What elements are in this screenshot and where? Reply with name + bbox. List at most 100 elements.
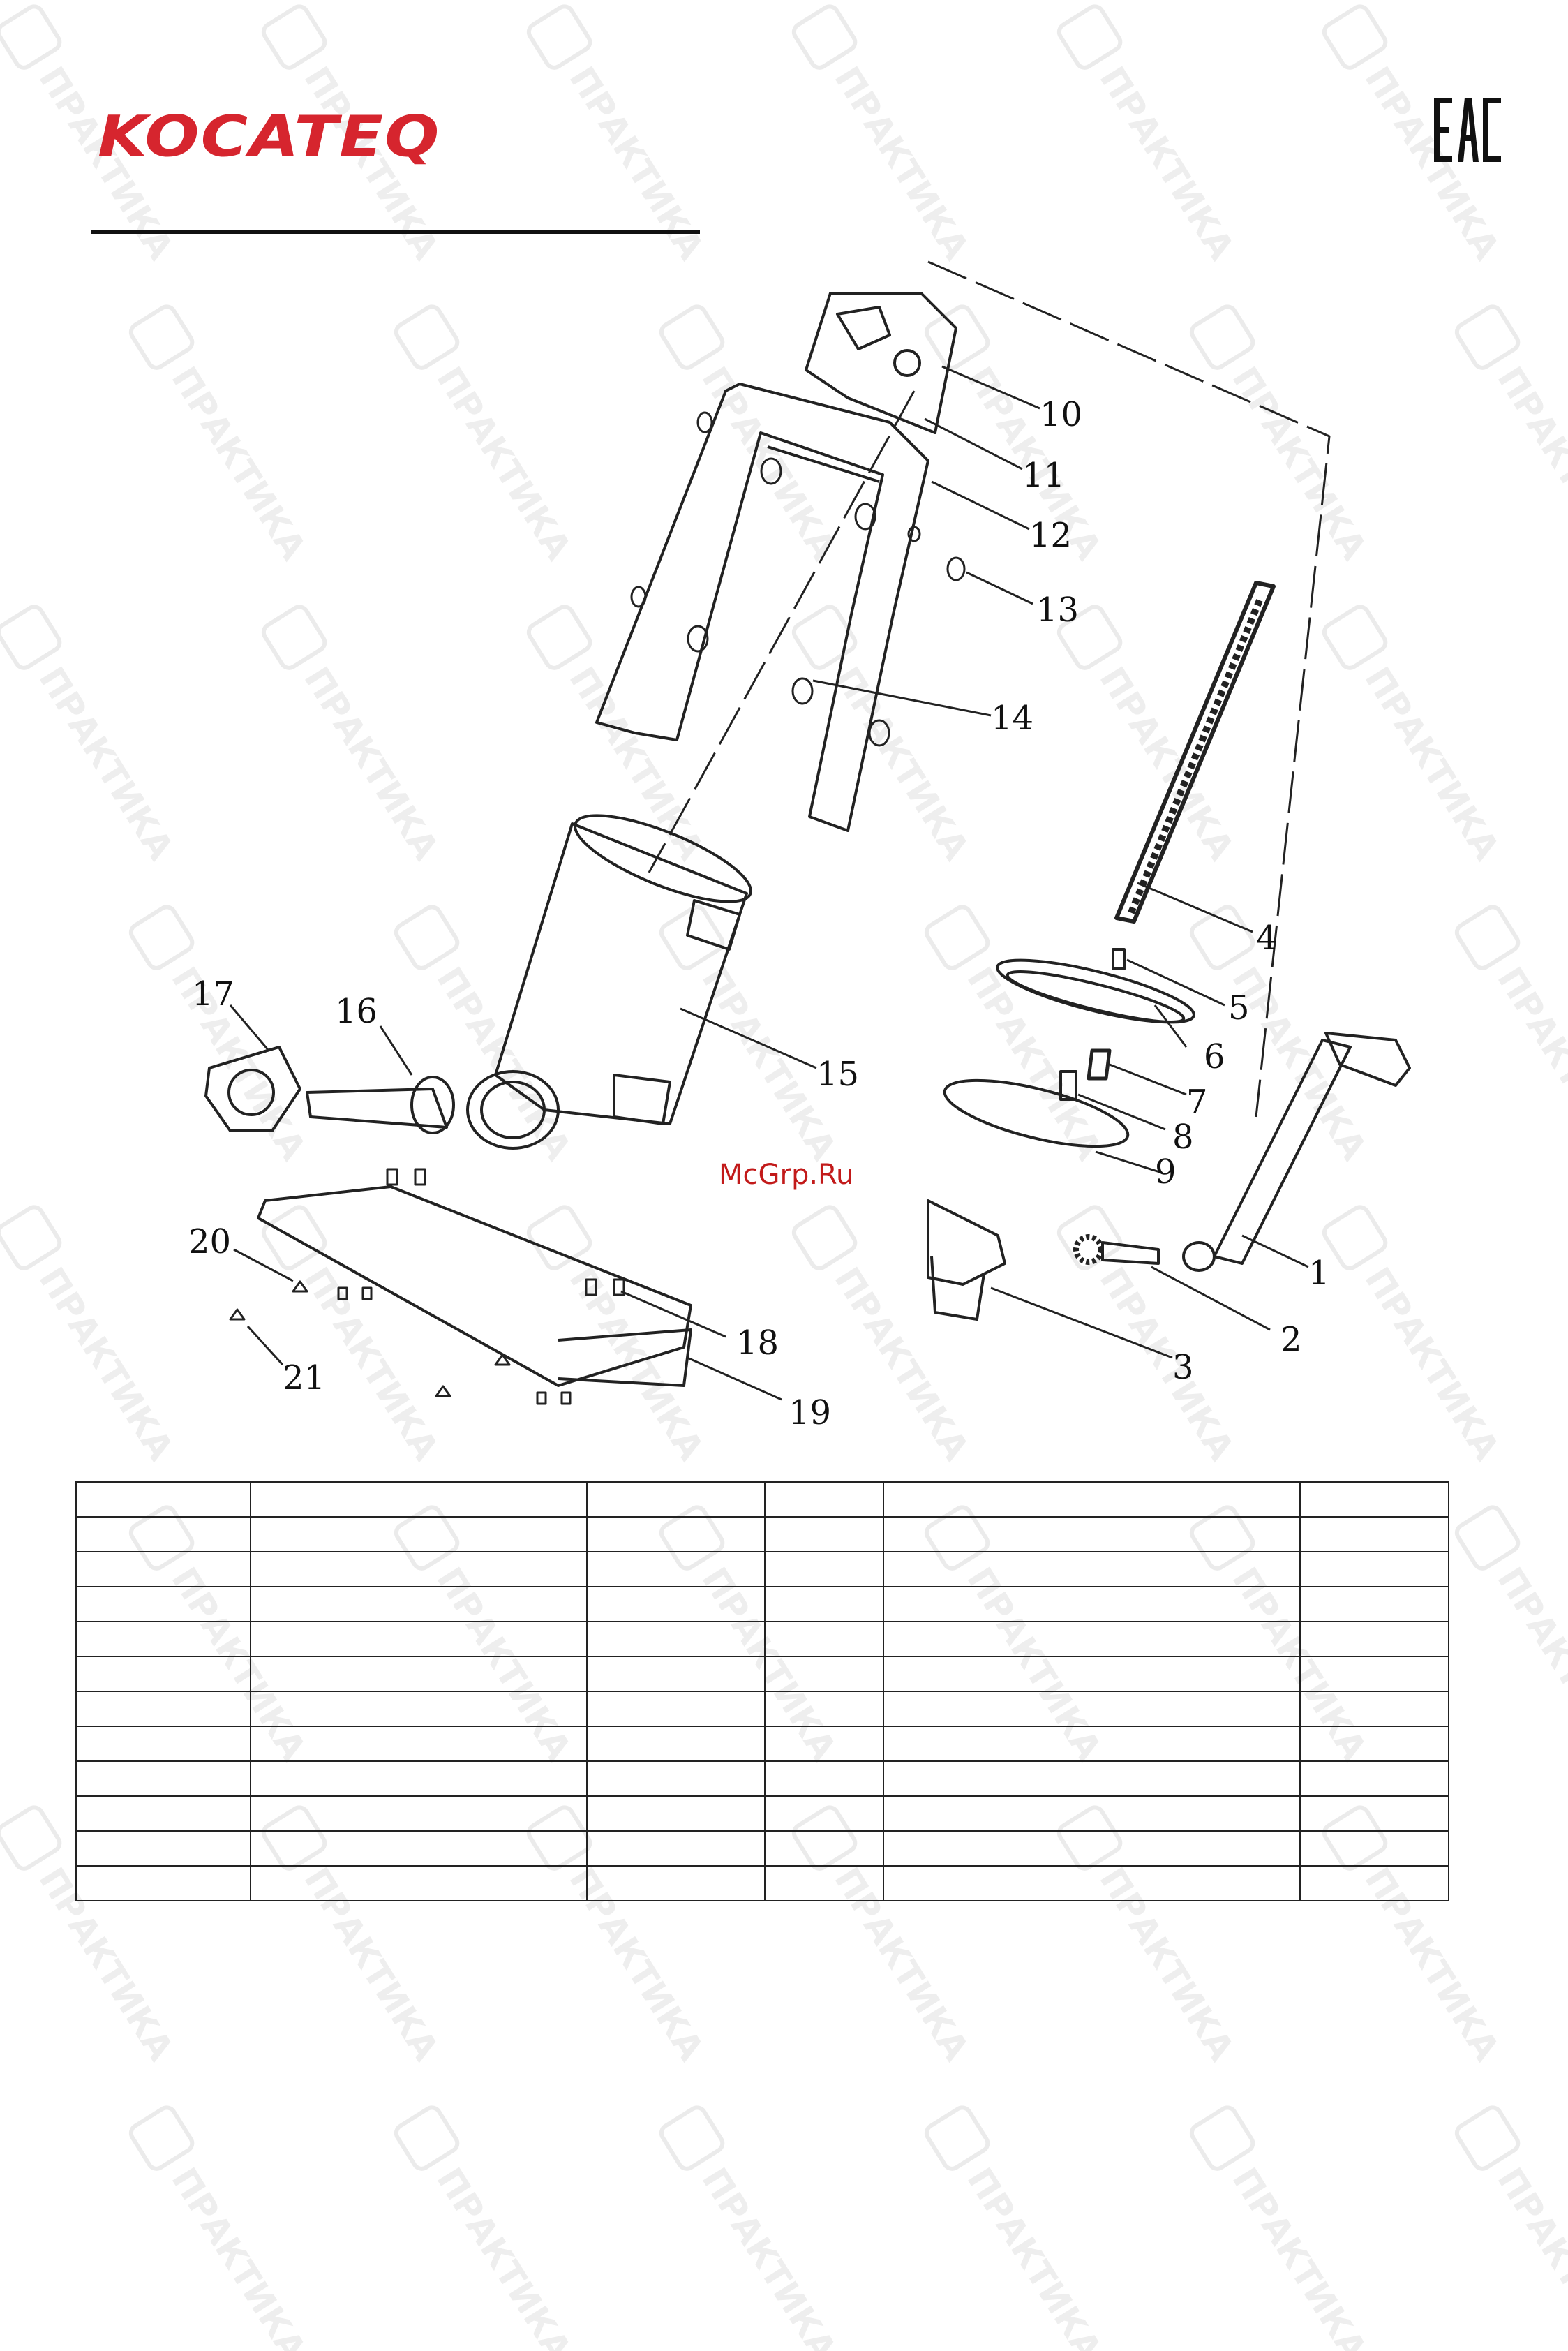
callout-15: 15 <box>816 1055 859 1094</box>
table-cell <box>75 1621 251 1657</box>
table-cell <box>764 1586 884 1622</box>
watermark-text: ПРАКТИКА <box>826 59 977 267</box>
table-row <box>75 1551 1449 1587</box>
callout-21: 21 <box>283 1358 325 1397</box>
table-cell <box>586 1586 766 1622</box>
watermark-tile: ПРАКТИКА <box>659 2105 844 2351</box>
table-cell <box>883 1726 1301 1762</box>
watermark-tile: ПРАКТИКА <box>128 2105 314 2351</box>
table-cell <box>764 1760 884 1797</box>
watermark-text: ПРАКТИКА <box>1224 2160 1375 2351</box>
callout-3: 3 <box>1172 1348 1194 1387</box>
table-cell <box>75 1726 251 1762</box>
table-cell <box>883 1795 1301 1832</box>
table-cell <box>1299 1516 1449 1552</box>
table-row <box>75 1656 1449 1692</box>
table-cell <box>586 1621 766 1657</box>
watermark-tile: ПРАКТИКА <box>526 4 712 267</box>
callout-8: 8 <box>1172 1118 1194 1157</box>
watermark-tile: ПРАКТИКА <box>1454 2105 1568 2351</box>
table-cell <box>1299 1656 1449 1692</box>
table-row <box>75 1865 1449 1901</box>
watermark-tile: ПРАКТИКА <box>924 2105 1110 2351</box>
site-watermark: McGrp.Ru <box>719 1159 854 1191</box>
logo-text: KOCATEQ <box>98 103 441 170</box>
table-cell <box>883 1481 1301 1518</box>
callout-11: 11 <box>1022 456 1065 495</box>
table-cell <box>1299 1760 1449 1797</box>
table-cell <box>250 1516 588 1552</box>
callout-4: 4 <box>1256 919 1278 958</box>
table-cell <box>250 1865 588 1901</box>
table-cell <box>586 1830 766 1867</box>
table-cell <box>883 1760 1301 1797</box>
table-cell <box>883 1586 1301 1622</box>
table-cell <box>586 1551 766 1587</box>
table-cell <box>1299 1586 1449 1622</box>
eac-mark-icon <box>1434 98 1501 162</box>
table-cell <box>1299 1726 1449 1762</box>
table-cell <box>75 1830 251 1867</box>
table-cell <box>250 1621 588 1657</box>
table-cell <box>75 1586 251 1622</box>
watermark-text: ПРАКТИКА <box>561 59 712 267</box>
table-cell <box>764 1656 884 1692</box>
table-cell <box>883 1865 1301 1901</box>
table-cell <box>883 1691 1301 1727</box>
table-cell <box>75 1656 251 1692</box>
table-cell <box>1299 1691 1449 1727</box>
callout-18: 18 <box>736 1323 779 1363</box>
table-cell <box>764 1551 884 1587</box>
table-row <box>75 1726 1449 1762</box>
table-cell <box>883 1656 1301 1692</box>
table-cell <box>764 1795 884 1832</box>
exploded-parts-diagram: 1 2 3 4 5 6 7 8 9 10 11 12 13 14 15 16 1… <box>188 260 1411 1432</box>
table-cell <box>764 1481 884 1518</box>
callout-17: 17 <box>192 974 234 1014</box>
watermark-text: ПРАКТИКА <box>1357 59 1507 267</box>
table-row <box>75 1795 1449 1832</box>
table-cell <box>1299 1551 1449 1587</box>
table-cell <box>250 1586 588 1622</box>
watermark-text: ПРАКТИКА <box>959 2160 1110 2351</box>
table-cell <box>883 1516 1301 1552</box>
parts-table <box>75 1481 1449 1901</box>
table-cell <box>586 1516 766 1552</box>
table-cell <box>250 1795 588 1832</box>
watermark-tile: ПРАКТИКА <box>1189 2105 1375 2351</box>
table-row <box>75 1481 1449 1518</box>
table-cell <box>764 1865 884 1901</box>
table-cell <box>1299 1481 1449 1518</box>
watermark-text: ПРАКТИКА <box>1489 1560 1568 1767</box>
watermark-tile: ПРАКТИКА <box>1454 1505 1568 1767</box>
table-row <box>75 1691 1449 1727</box>
table-cell <box>586 1481 766 1518</box>
table-cell <box>883 1830 1301 1867</box>
callout-10: 10 <box>1040 395 1082 434</box>
table-cell <box>764 1516 884 1552</box>
table-cell <box>250 1551 588 1587</box>
table-cell <box>75 1795 251 1832</box>
table-cell <box>250 1830 588 1867</box>
callout-7: 7 <box>1186 1083 1208 1122</box>
table-cell <box>586 1760 766 1797</box>
table-cell <box>250 1760 588 1797</box>
table-cell <box>764 1726 884 1762</box>
table-row <box>75 1621 1449 1657</box>
table-cell <box>75 1691 251 1727</box>
table-cell <box>586 1865 766 1901</box>
table-cell <box>586 1795 766 1832</box>
callout-6: 6 <box>1204 1037 1225 1076</box>
table-cell <box>586 1691 766 1727</box>
table-cell <box>586 1726 766 1762</box>
watermark-tile: ПРАКТИКА <box>791 4 977 267</box>
table-cell <box>250 1726 588 1762</box>
kocateq-logo: KOCATEQ <box>98 105 440 169</box>
table-cell <box>250 1656 588 1692</box>
callout-1: 1 <box>1308 1254 1330 1293</box>
callout-16: 16 <box>335 992 378 1031</box>
callout-13: 13 <box>1036 591 1079 630</box>
callout-14: 14 <box>991 699 1033 738</box>
watermark-text: ПРАКТИКА <box>1091 59 1242 267</box>
watermark-text: ПРАКТИКА <box>163 2160 314 2351</box>
